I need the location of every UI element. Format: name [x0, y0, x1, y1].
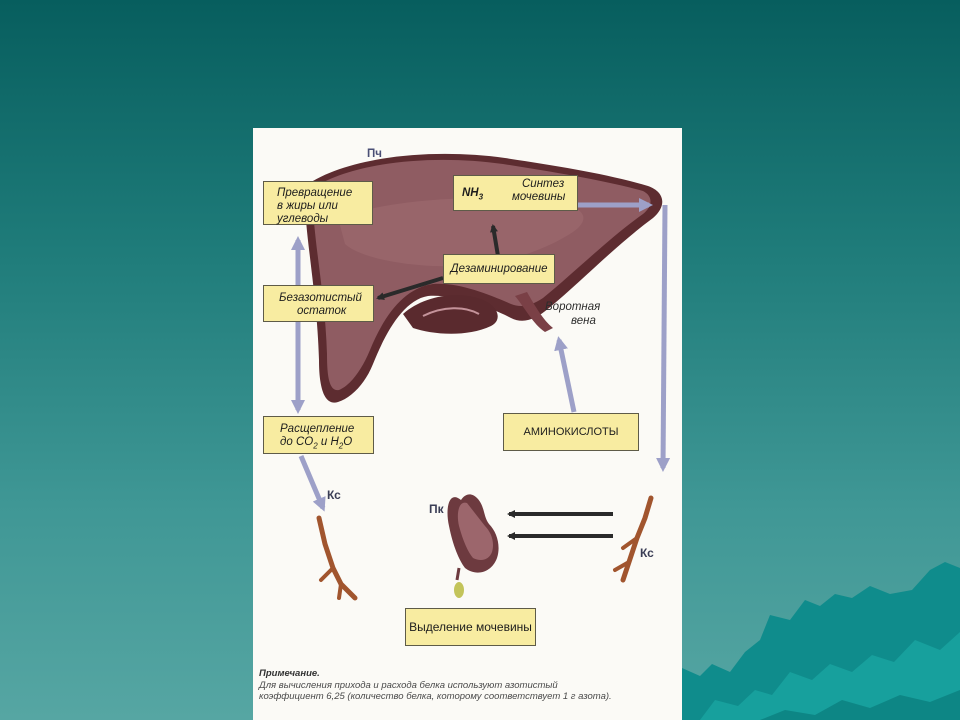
footnote-line-2: коэффициент 6,25 (количество белка, кото…	[259, 691, 612, 702]
nh3-subscript: 3	[478, 192, 484, 202]
kidney-illustration	[447, 494, 499, 598]
fats-line-3: углеводы	[277, 213, 329, 225]
residue-line-1: Безазотистый	[279, 292, 362, 304]
vessel-right-illustration	[613, 495, 654, 583]
deamination-to-residue-arrow	[376, 276, 444, 301]
breakdown-box: Расщепление до CO2 и H2O	[263, 416, 374, 454]
kidney-label: Пк	[429, 502, 444, 516]
urea-excretion-box: Выделение мочевины	[405, 608, 536, 646]
light-arrows	[291, 198, 671, 512]
footnote: Примечание. Для вычисления прихода и рас…	[259, 668, 675, 703]
fats-line-2: в жиры или	[277, 200, 338, 212]
deamination-box: Дезаминирование	[443, 254, 555, 284]
urea-line-1: Синтез	[522, 178, 565, 190]
portal-vein-label-1: Воротная	[545, 301, 601, 313]
split-line-2: до CO2 и H2O	[280, 436, 373, 452]
vessel-right-label: Кс	[640, 546, 654, 560]
footnote-line-1: Для вычисления прихода и расхода белка и…	[259, 679, 558, 691]
liver-label: Пч	[367, 148, 382, 160]
nitrogen-free-residue-box: Безазотистый остаток	[263, 285, 374, 322]
nh3-text: NH	[462, 187, 479, 199]
fats-conversion-box: Превращение в жиры или углеводы	[263, 181, 373, 225]
split-h-sub: 2	[338, 441, 344, 451]
split-to-vessel-arrow	[298, 455, 326, 512]
split-line-1: Расщепление	[280, 423, 355, 435]
vessel-left-illustration	[316, 515, 358, 601]
nh3-label: NH3	[462, 187, 483, 203]
dark-arrows	[376, 224, 613, 540]
amino-acids-box: АМИНОКИСЛОТЫ	[503, 413, 639, 451]
footnote-title: Примечание.	[259, 668, 320, 679]
split-o: O	[343, 436, 353, 448]
vessel-left-label: Кс	[327, 488, 341, 502]
residue-line-2: остаток	[297, 305, 347, 317]
fats-line-1: Превращение	[277, 187, 353, 199]
portal-vein-label-2: вена	[571, 315, 596, 327]
split-co: до CO	[280, 436, 314, 448]
urea-synthesis-box: NH3 Синтез мочевины	[453, 175, 578, 211]
split-co-sub: 2	[313, 441, 318, 451]
blood-down-arrow	[656, 204, 671, 472]
amino-to-portal-arrow	[554, 336, 577, 413]
urea-line-2: мочевины	[512, 191, 566, 203]
diagram-panel: Пч Воротная вена Пк Кс Кс Превращение в …	[253, 128, 682, 720]
deamination-to-nh3-arrow	[490, 224, 500, 257]
split-and-h: и H	[317, 436, 339, 448]
